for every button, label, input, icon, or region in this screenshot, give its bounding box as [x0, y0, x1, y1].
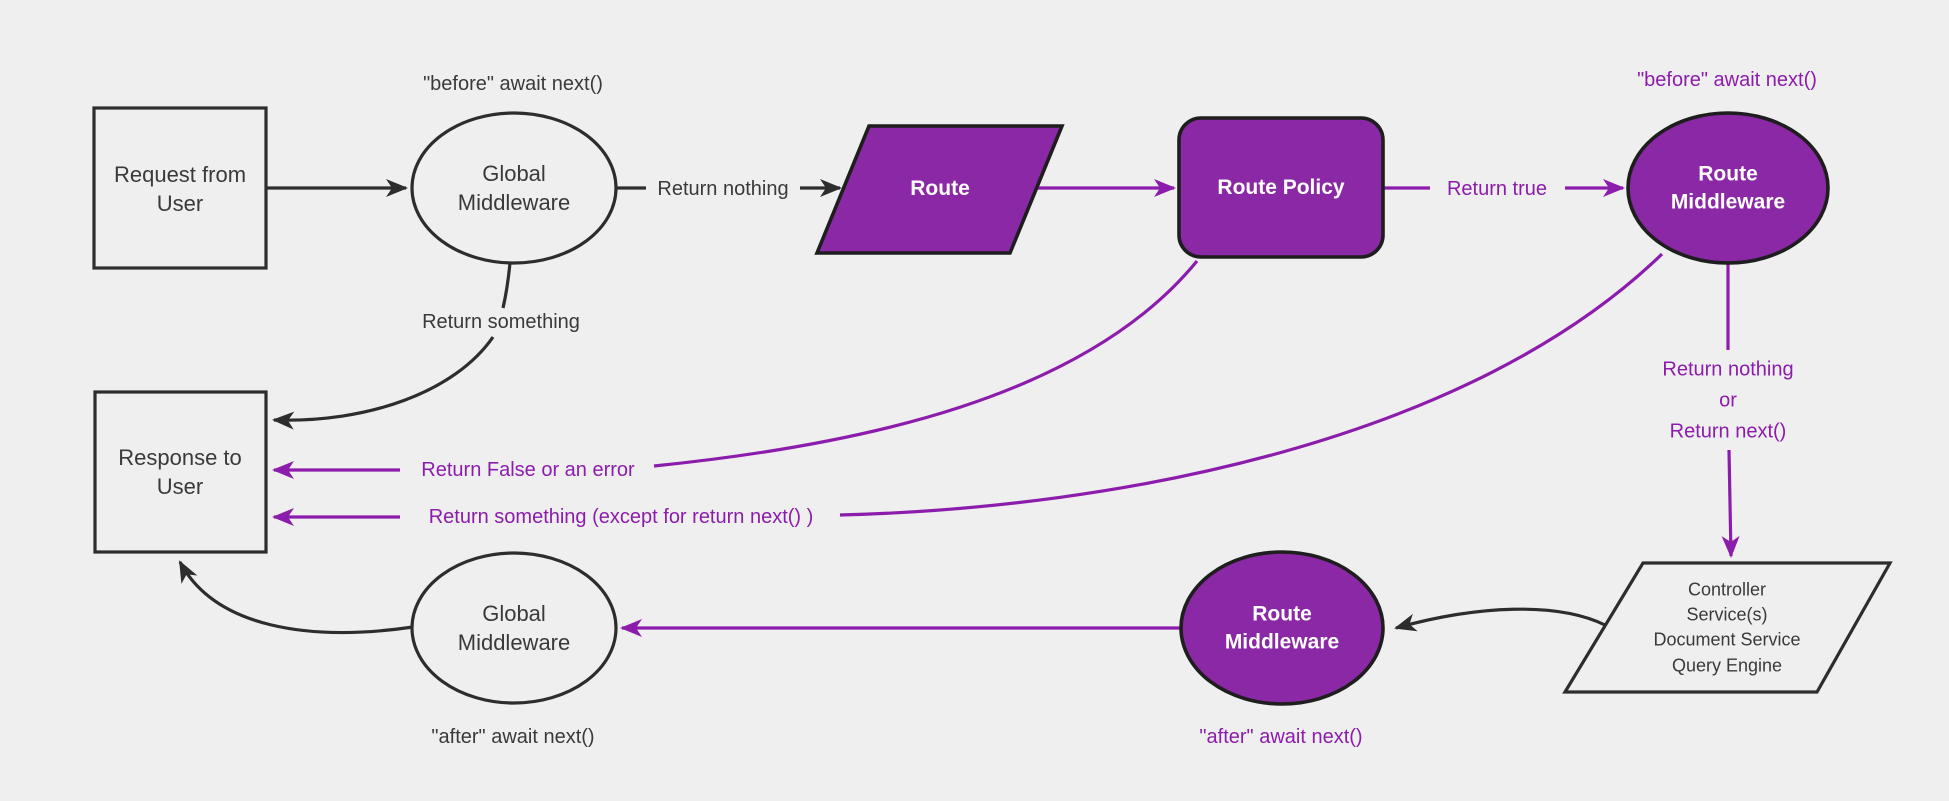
services-shape	[1562, 561, 1893, 694]
route-middleware-top-shape	[1626, 111, 1830, 265]
route-middleware-bottom-shape	[1179, 550, 1385, 706]
edge-services-to-route-middleware	[1394, 607, 1606, 632]
edge-global-middleware-to-response	[178, 560, 414, 635]
edge-return-next-arrow	[1721, 449, 1740, 558]
global-middleware-top-shape	[410, 111, 618, 265]
edge-return-something-except-curve	[839, 252, 1664, 517]
response-box-shape	[93, 390, 268, 554]
edge-return-something-top-segment	[501, 262, 512, 309]
route-policy-shape	[1177, 116, 1385, 259]
request-box-shape	[92, 106, 268, 270]
edge-return-something-arrow	[272, 336, 495, 430]
route-shape	[814, 124, 1065, 255]
edge-return-false-curve	[653, 259, 1199, 468]
global-middleware-bottom-shape	[410, 551, 618, 705]
